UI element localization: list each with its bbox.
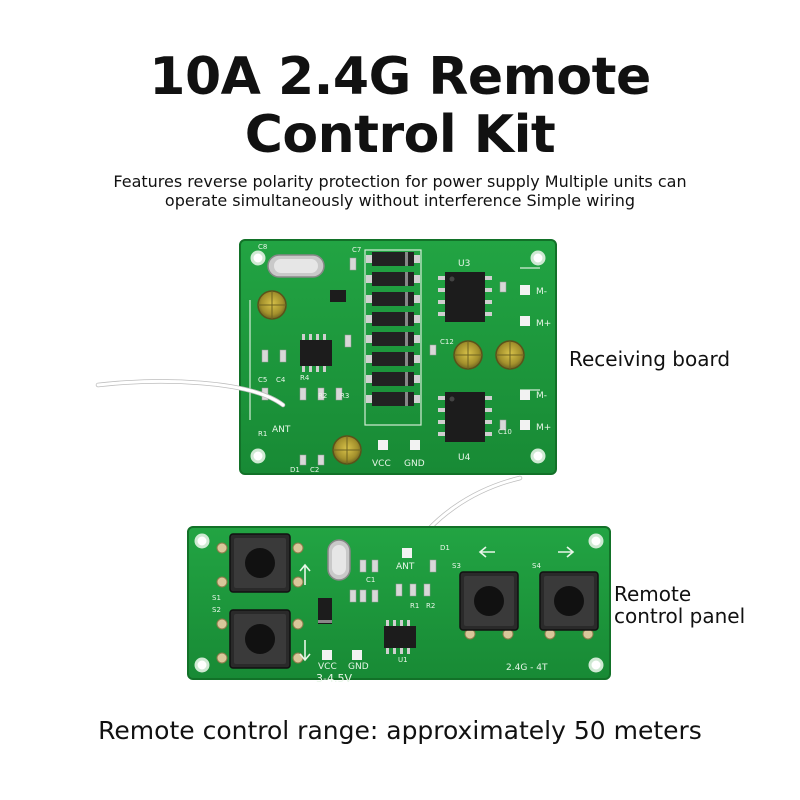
button-s3-left (459, 571, 519, 640)
driver-ic-u4 (438, 392, 492, 442)
transmitter-chip (384, 620, 416, 654)
title-line-1: 10A 2.4G Remote (149, 47, 651, 107)
subtitle-line-1: Features reverse polarity protection for… (113, 172, 687, 191)
crystal-oscillator (267, 254, 325, 278)
silk-vcc: VCC (372, 459, 391, 469)
silk-gnd-remote: GND (348, 662, 369, 672)
range-caption: Remote control range: approximately 50 m… (98, 716, 702, 745)
subtitle-line-2: operate simultaneously without interfere… (164, 191, 636, 210)
silk-ant-remote: ANT (396, 562, 415, 572)
button-s2-down (216, 609, 304, 669)
silk-m-minus-2: M- (536, 391, 547, 401)
silk-r3: R3 (340, 392, 349, 400)
silk-u4: U4 (458, 453, 471, 463)
electrolytic-capacitors (257, 290, 525, 465)
remote-panel-label-line-1: Remote (614, 582, 692, 606)
button-s4-right (539, 571, 599, 640)
silk-u1: U1 (398, 656, 408, 664)
silk-d1-remote: D1 (440, 544, 450, 552)
title-line-2: Control Kit (244, 105, 556, 165)
direction-arrows (299, 546, 575, 662)
receiving-board: C8 C7 C5 C4 R1 R4 R2 R3 D1 C2 C12 C10 AN… (239, 239, 557, 475)
silk-model: 2.4G - 4T (506, 663, 548, 673)
silk-c7: C7 (352, 246, 361, 254)
receiving-board-label: Receiving board (569, 347, 731, 371)
silk-s3: S3 (452, 562, 461, 570)
mounting-holes (250, 250, 546, 464)
silk-u3: U3 (458, 259, 470, 269)
silk-c1: C1 (366, 576, 375, 584)
silk-s2: S2 (212, 606, 221, 614)
silk-vcc-remote: VCC (318, 662, 337, 672)
silk-r1-remote: R1 (410, 602, 419, 610)
silk-c2: C2 (310, 466, 319, 474)
rectifier-diodes (366, 252, 420, 406)
silk-c8: C8 (258, 243, 267, 251)
remote-control-panel: S1 S2 S3 S4 D1 U1 C1 R1 R2 ANT VCC GND 2… (187, 526, 611, 685)
silk-c5: C5 (258, 376, 267, 384)
silk-c4: C4 (276, 376, 286, 384)
silk-r4: R4 (300, 374, 310, 382)
silk-s4: S4 (532, 562, 541, 570)
silk-r2-remote: R2 (426, 602, 435, 610)
receiver-chip (300, 334, 332, 372)
remote-panel-label-line-2: control panel (614, 604, 746, 628)
driver-ic-u3 (438, 272, 492, 322)
silk-r2: R2 (318, 392, 327, 400)
motor-output-pads (520, 285, 530, 430)
silk-gnd: GND (404, 459, 425, 469)
silk-m-plus-1: M+ (536, 319, 551, 329)
silk-m-minus-1: M- (536, 287, 547, 297)
silk-voltage: 3-4.5V (316, 672, 352, 685)
page-title: 10A 2.4G Remote Control Kit (0, 48, 800, 164)
silk-c12: C12 (440, 338, 454, 346)
feature-description: Features reverse polarity protection for… (60, 172, 740, 210)
silk-c10: C10 (498, 428, 512, 436)
silk-m-plus-2: M+ (536, 423, 551, 433)
remote-panel-label: Remote control panel (614, 583, 745, 627)
button-s1-up (216, 533, 304, 593)
silk-ant: ANT (272, 425, 291, 435)
silk-r1: R1 (258, 430, 267, 438)
silk-d1: D1 (290, 466, 300, 474)
silk-s1: S1 (212, 594, 221, 602)
